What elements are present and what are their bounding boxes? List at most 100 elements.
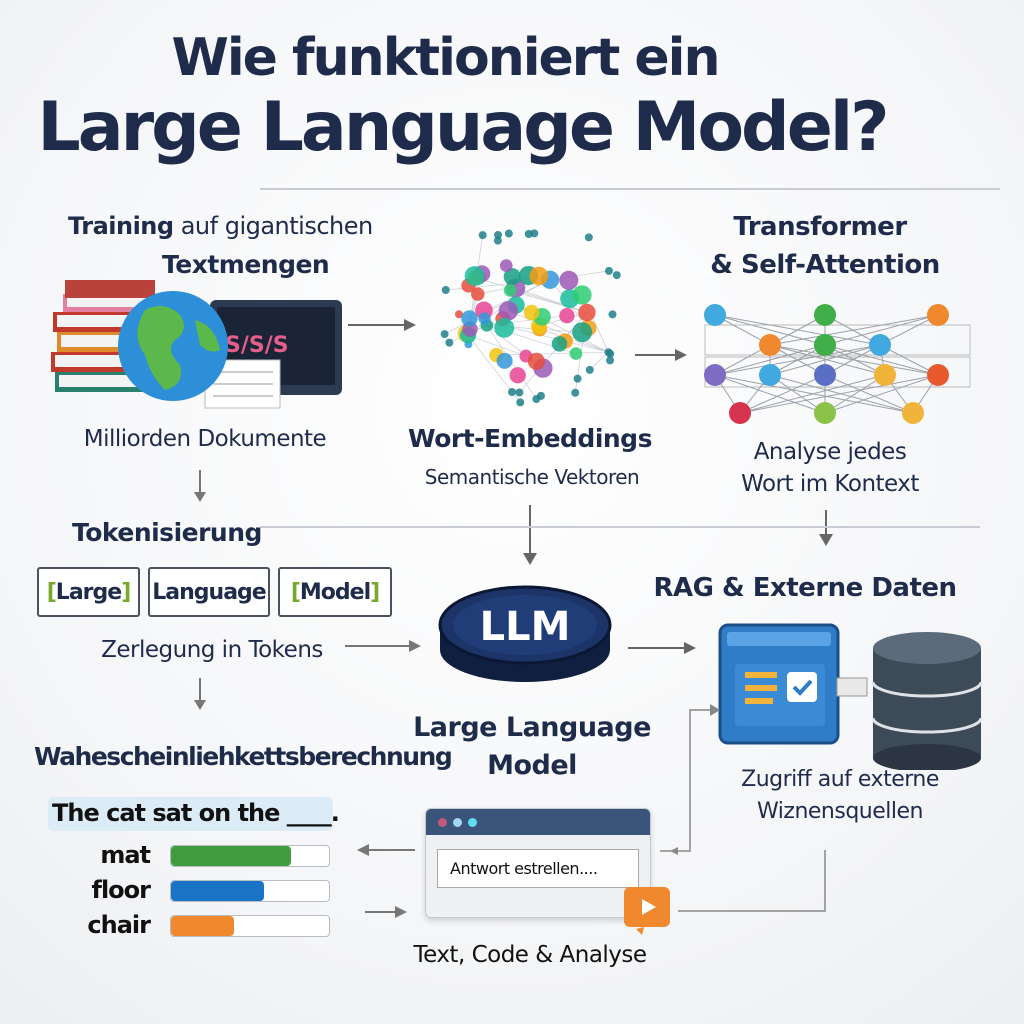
database-icon <box>871 632 983 770</box>
embedding-node <box>509 367 526 384</box>
transformer-title-line2: & Self-Attention <box>710 250 940 280</box>
attention-link <box>769 314 939 346</box>
embedding-node <box>445 338 454 347</box>
sentence-box <box>48 797 333 831</box>
training-heading: Training auf gigantischen <box>68 212 373 240</box>
attention-link <box>739 374 826 414</box>
embedding-node <box>571 388 580 397</box>
embedding-node <box>441 286 450 295</box>
arrow-down-tokens <box>194 678 206 710</box>
tokenization-title: Tokenisierung <box>72 518 262 547</box>
arrow-down-transformer <box>819 510 833 546</box>
attention-link <box>824 344 939 376</box>
globe-icon <box>118 291 228 401</box>
sentence-text: The cat sat on the ____. <box>52 799 340 827</box>
training-heading-line2: Textmengen <box>162 250 330 279</box>
bar-fill-mat <box>171 846 292 866</box>
response-input[interactable]: Antwort estrellen.... <box>437 849 639 888</box>
training-caption: Milliorden Dokumente <box>83 426 327 452</box>
attention-link <box>824 374 914 414</box>
arrow-tokens-to-llm <box>345 640 421 652</box>
attention-node <box>814 334 836 356</box>
embedding-node <box>498 301 519 321</box>
embedding-node <box>503 284 517 297</box>
embedding-node <box>478 231 487 240</box>
probability-bar-floor <box>170 880 330 902</box>
embedding-node <box>494 318 515 338</box>
token-large: [Large] <box>37 567 140 617</box>
embedding-node <box>573 374 582 383</box>
window-dot-icon <box>438 817 447 827</box>
output-caption: Text, Code & Analyse <box>413 942 647 968</box>
arrow-probability-to-output <box>365 906 407 918</box>
bar-fill-chair <box>171 916 235 936</box>
rag-caption2: Wiznensquellen <box>757 799 923 824</box>
llm-caption2: Model <box>487 750 577 781</box>
embedding-node <box>585 365 594 374</box>
embedding-node <box>551 336 568 352</box>
title-line2: Large Language Model? <box>37 88 889 167</box>
candidate-label-chair: chair <box>87 911 151 939</box>
embedding-node <box>507 388 516 397</box>
embedding-node <box>584 233 593 242</box>
document-server-icon <box>718 623 868 745</box>
attention-node <box>869 334 891 356</box>
arrow-training-to-embeddings <box>348 319 416 331</box>
attention-node <box>729 402 751 424</box>
embedding-node <box>503 268 521 286</box>
attention-node <box>927 304 949 326</box>
attention-link <box>739 374 886 414</box>
attention-layer-box <box>704 324 971 356</box>
token-language: Language <box>148 567 270 617</box>
training-illustration: S/S/S <box>51 280 342 409</box>
embedding-link <box>444 279 551 335</box>
probability-title: Wahescheinliehkettsberechnung <box>34 742 453 771</box>
window-dot-icon <box>468 817 477 827</box>
embedding-node <box>454 310 463 319</box>
monitor-code-text: S/S/S <box>225 333 289 358</box>
embedding-node <box>493 236 502 245</box>
embedding-link <box>508 310 609 353</box>
embedding-link <box>539 328 609 353</box>
embedding-node <box>572 322 593 343</box>
bar-fill-floor <box>171 881 265 901</box>
embedding-node <box>612 271 621 280</box>
divider-top <box>260 188 1000 190</box>
title-line1: Wie funktioniert ein <box>171 28 720 88</box>
embedding-node <box>471 287 485 301</box>
embedding-node <box>523 304 540 321</box>
play-badge-icon[interactable] <box>622 885 674 937</box>
tokenization-caption: Zerlegung in Tokens <box>101 637 323 663</box>
embedding-node <box>578 303 596 322</box>
arrow-embeddings-to-transformer <box>635 349 687 361</box>
rag-connector-lines <box>660 704 826 912</box>
attention-node <box>814 364 836 386</box>
candidate-label-mat: mat <box>100 841 151 869</box>
window-dot-icon <box>453 817 462 827</box>
embedding-node <box>559 308 575 324</box>
attention-node <box>814 304 836 326</box>
attention-node <box>874 364 896 386</box>
embedding-node <box>608 310 617 319</box>
books-icon <box>51 280 155 392</box>
transformer-caption2: Wort im Kontext <box>741 471 919 497</box>
embedding-node <box>569 347 583 360</box>
attention-link <box>714 344 826 376</box>
embedding-node <box>606 356 615 365</box>
llm-disk-label: LLM <box>480 604 571 650</box>
attention-node <box>759 334 781 356</box>
embedding-node <box>559 270 579 290</box>
attention-link <box>714 374 826 414</box>
attention-link <box>769 374 826 414</box>
embedding-link <box>589 351 609 371</box>
rag-title: RAG & Externe Daten <box>653 573 957 603</box>
attention-link <box>824 374 939 414</box>
output-window: Antwort estrellen.... <box>425 808 651 918</box>
attention-node <box>759 364 781 386</box>
embedding-node <box>504 229 513 238</box>
embedding-node <box>478 312 491 325</box>
arrow-output-to-probability <box>357 844 415 856</box>
transformer-caption1: Analyse jedes <box>753 439 907 465</box>
embedding-node <box>496 352 513 369</box>
attention-node <box>902 402 924 424</box>
